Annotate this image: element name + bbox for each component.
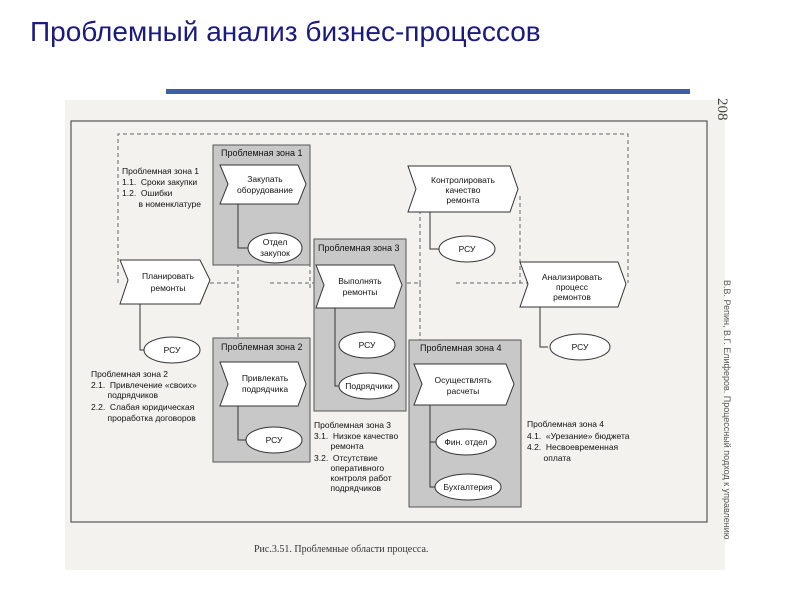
process-vypolnyat-l1: Выполнять [338, 276, 382, 286]
note-zone2-l1: 2.1. Привлечение «своих» [91, 380, 197, 390]
resource-rsu-plan-label: РСУ [164, 345, 181, 355]
note-zone3-l0: Проблемная зона 3 [314, 420, 391, 430]
running-head: В.В. Репин, В.Г. Елиферов. Процессный по… [722, 280, 732, 540]
note-zone4-l3: оплата [527, 453, 571, 463]
resource-fin-otdel-label: Фин. отдел [444, 437, 487, 447]
note-zone1-l2: 1.2. Ошибки [122, 188, 173, 198]
figure-caption: Рис.3.51. Проблемные области процесса. [254, 544, 429, 555]
process-privlekat-l1: Привлекать [242, 373, 289, 383]
process-zakupat [219, 164, 307, 205]
zone-2-title: Проблемная зона 2 [221, 342, 303, 352]
process-plan-l2: ремонты [151, 283, 186, 293]
resource-podryadchiki-label: Подрядчики [345, 381, 393, 391]
slide-title: Проблемный анализ бизнес-процессов [30, 16, 541, 47]
process-analiz-l2: процесс [556, 282, 589, 292]
note-zone4-l2: 4.2. Несвоевременная [527, 442, 619, 452]
process-osushchestvlyat [413, 363, 515, 406]
resource-rsu-kontrol-label: РСУ [459, 244, 476, 254]
process-vypolnyat [315, 264, 403, 309]
process-privlekat-l2: подрядчика [242, 384, 288, 394]
resource-rsu-privlek [245, 426, 303, 454]
note-zone2-l2: подрядчиков [91, 390, 159, 400]
note-zone1-l0: Проблемная зона 1 [122, 166, 199, 176]
note-zone2-l0: Проблемная зона 2 [91, 369, 168, 379]
zone-4-title: Проблемная зона 4 [420, 343, 502, 353]
process-vypolnyat-l2: ремонты [343, 287, 378, 297]
resource-buhgalteriya [434, 473, 502, 501]
resource-otdel-l1: Отдел [263, 237, 288, 247]
process-kontrol-l3: ремонта [446, 195, 480, 205]
note-zone4-l1: 4.1. «Урезание» бюджета [527, 431, 630, 441]
resource-buhgalteriya-label: Бухгалтерия [443, 482, 492, 492]
process-kontrol-l2: качество [446, 185, 481, 195]
resource-rsu-kontrol [438, 235, 496, 263]
process-osushch-l2: расчеты [447, 386, 480, 396]
process-osushch-l1: Осуществлять [434, 375, 492, 385]
note-zone3-l6: подрядчиков [314, 483, 382, 493]
title-underline [166, 89, 690, 94]
resource-fin-otdel [435, 428, 497, 456]
process-analiz-l1: Анализировать [542, 272, 603, 282]
resource-connectors [139, 204, 548, 488]
resource-rsu-analiz-label: РСУ [572, 342, 589, 352]
note-zone3-l4: оперативного [314, 463, 384, 473]
note-zone1-l3: в номенклатуре [122, 199, 201, 209]
resource-rsu-plan [143, 336, 201, 364]
zone-3-title: Проблемная зона 3 [318, 243, 400, 253]
resource-rsu-analiz [549, 333, 611, 361]
resource-rsu-vypoln-label: РСУ [359, 340, 376, 350]
process-zakupat-l2: оборудование [237, 185, 293, 195]
note-zone2-l3: 2.2. Слабая юридическая [91, 402, 195, 412]
process-kontrol-l1: Контролировать [431, 175, 496, 185]
note-zone3-l2: ремонта [314, 441, 364, 451]
note-zone3-l5: контроля работ [314, 473, 392, 483]
diagram-frame [70, 120, 708, 523]
resource-rsu-privlek-label: РСУ [266, 435, 283, 445]
resource-podryadchiki [338, 372, 400, 400]
note-zone3-l3: 3.2. Отсутствие [314, 453, 378, 463]
process-kontrolirovat [407, 165, 519, 213]
page-number: 208 [714, 98, 730, 121]
process-analizirovat [519, 261, 627, 308]
process-planirovat [119, 259, 211, 305]
zone-1-title: Проблемная зона 1 [221, 148, 303, 158]
resource-otdel-l2: закупок [260, 248, 290, 258]
resource-rsu-vypoln [338, 331, 396, 359]
process-plan-l1: Планировать [142, 271, 195, 281]
note-zone3-l1: 3.1. Низкое качество [314, 431, 398, 441]
note-zone4-l0: Проблемная зона 4 [527, 419, 604, 429]
process-privlekat [219, 361, 307, 407]
process-analiz-l3: ремонтов [553, 292, 591, 302]
resource-otdel-zakupok [247, 232, 303, 264]
note-zone1-l1: 1.1. Сроки закупки [122, 177, 197, 187]
process-zakupat-l1: Закупать [247, 174, 283, 184]
note-zone2-l4: проработка договоров [91, 413, 196, 423]
